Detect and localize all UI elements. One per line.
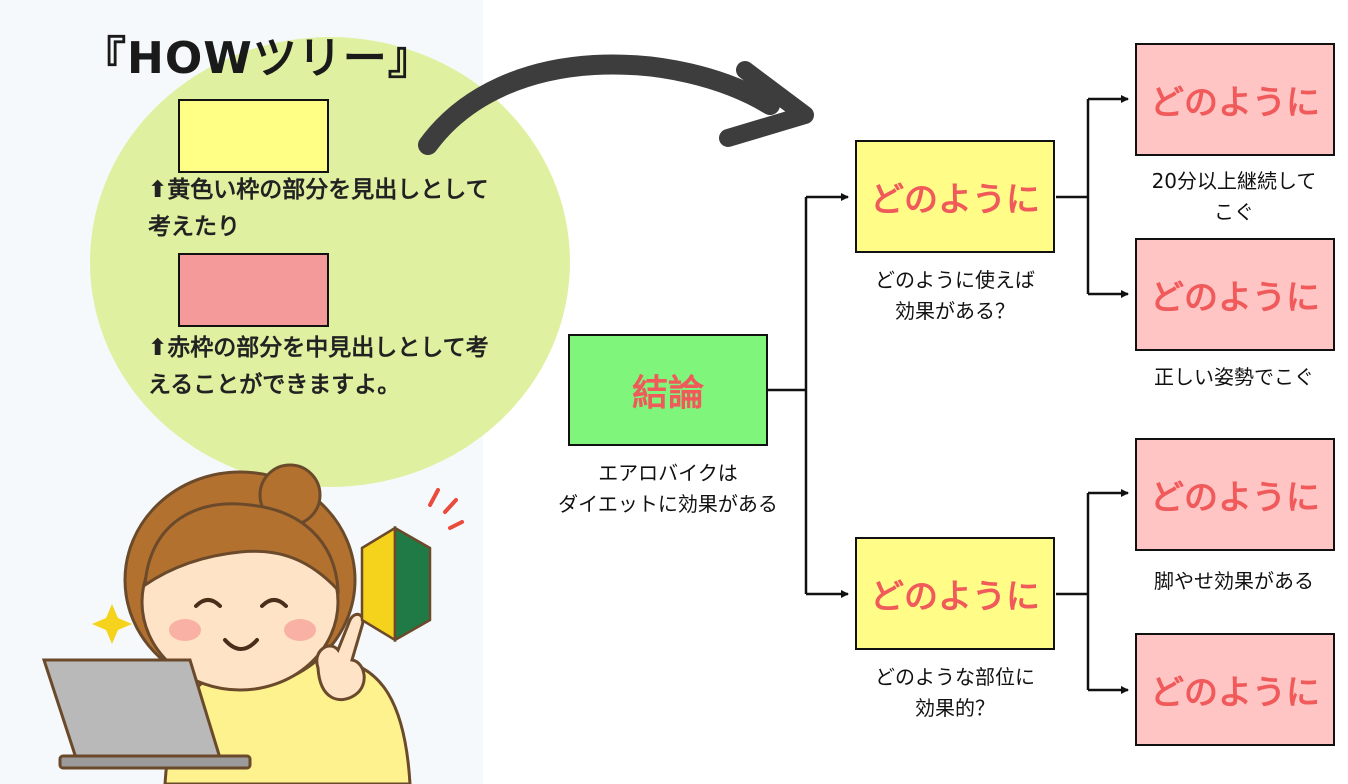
yellow-swatch: [178, 99, 329, 173]
subheading-box-2: どのように: [1135, 238, 1335, 351]
caption-line: ダイエットに効果がある: [558, 492, 778, 516]
caption-line: 20分以上継続して: [1151, 169, 1317, 193]
curved-arrow-icon: [418, 54, 814, 155]
subheading-box-3: どのように: [1135, 438, 1335, 551]
subheading-box-4: どのように: [1135, 633, 1335, 746]
speech-bubble: [90, 37, 570, 487]
caption-line: 脚やせ効果がある: [1154, 569, 1314, 593]
heading-caption-2: どのような部位に 効果的？: [825, 662, 1085, 724]
heading-caption-1: どのように使えば 効果がある？: [825, 265, 1085, 327]
red-swatch: [178, 253, 329, 327]
tree-connectors: [768, 95, 1129, 694]
red-note-line2: えることができますよ。: [148, 372, 401, 398]
conclusion-box: 結論: [568, 334, 768, 446]
conclusion-caption: エアロバイクは ダイエットに効果がある: [528, 458, 808, 520]
heading-box-2: どのように: [855, 537, 1055, 650]
heading-box-1: どのように: [855, 140, 1055, 253]
caption-line: エアロバイクは: [598, 461, 738, 485]
caption-line: 効果的？: [915, 696, 995, 720]
page-title: 『HOWツリー』: [82, 33, 433, 84]
caption-line: 正しい姿勢でこぐ: [1154, 365, 1314, 389]
subheading-caption-3: 脚やせ効果がある: [1120, 566, 1348, 597]
subheading-box-1: どのように: [1135, 43, 1335, 156]
red-note-line1: ⬆赤枠の部分を中見出しとして考: [148, 335, 489, 361]
yellow-note-line1: ⬆黄色い枠の部分を見出しとして: [148, 177, 489, 203]
caption-line: どのような部位に: [875, 665, 1035, 689]
caption-line: こぐ: [1214, 200, 1254, 224]
woman-illustration: [41, 463, 464, 784]
caption-line: 効果がある？: [895, 299, 1015, 323]
subheading-caption-2: 正しい姿勢でこぐ: [1120, 362, 1348, 393]
caption-line: どのように使えば: [875, 268, 1035, 292]
subheading-caption-1: 20分以上継続して こぐ: [1120, 166, 1348, 228]
yellow-note-line2: 考えたり: [148, 214, 240, 240]
